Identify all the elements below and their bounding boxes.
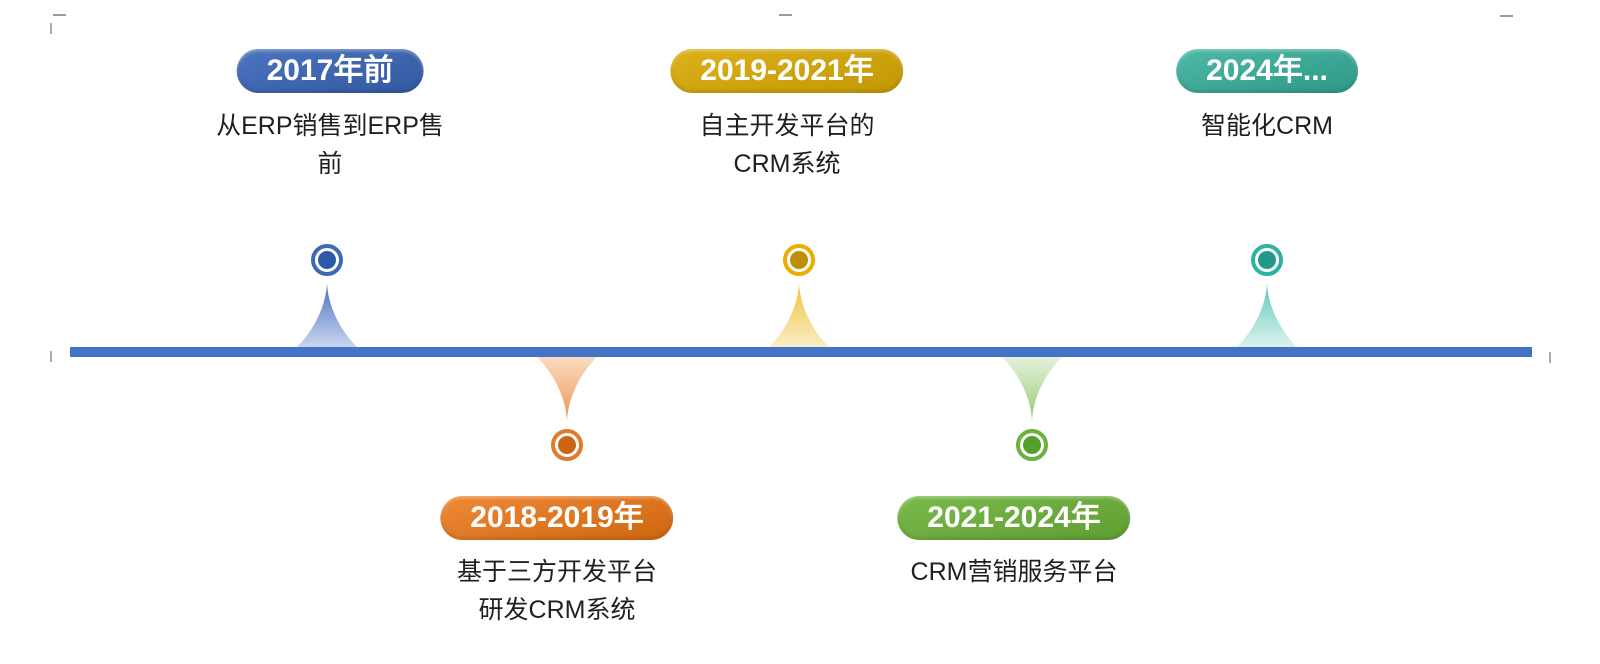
- milestone-description: 基于三方开发平台 研发CRM系统: [457, 553, 657, 629]
- period-badge: 2019-2021年: [670, 49, 904, 93]
- crop-mark: [779, 14, 792, 16]
- description-line: CRM系统: [733, 150, 841, 178]
- period-badge: 2024年...: [1176, 49, 1358, 93]
- period-badge: 2017年前: [236, 49, 424, 93]
- milestone-description: 自主开发平台的 CRM系统: [699, 107, 874, 183]
- period-badge: 2018-2019年: [440, 496, 674, 540]
- node-pointer-flare: [537, 357, 597, 421]
- node-center-dot: [790, 251, 808, 269]
- node-pointer-flare: [769, 283, 829, 347]
- timeline-node-icon: [1016, 429, 1048, 461]
- milestone-description: 智能化CRM: [1201, 107, 1333, 145]
- milestone-description: 从ERP销售到ERP售 前: [216, 107, 444, 183]
- description-line: 研发CRM系统: [478, 596, 636, 624]
- description-line: 自主开发平台的: [699, 112, 875, 140]
- node-pointer-flare: [1002, 357, 1062, 421]
- description-line: 智能化CRM: [1201, 112, 1333, 140]
- description-line: 基于三方开发平台: [456, 558, 658, 586]
- node-center-dot: [318, 251, 336, 269]
- node-pointer-flare: [1237, 283, 1297, 347]
- crop-mark: [53, 14, 66, 16]
- crop-mark: [50, 351, 52, 362]
- timeline-node-icon: [783, 244, 815, 276]
- timeline-node-icon: [1251, 244, 1283, 276]
- description-line: CRM营销服务平台: [910, 558, 1118, 586]
- milestone-description: CRM营销服务平台: [911, 553, 1118, 591]
- crop-mark: [1549, 352, 1551, 363]
- description-line: 从ERP销售到ERP售: [216, 112, 444, 140]
- timeline-node-icon: [311, 244, 343, 276]
- node-center-dot: [1258, 251, 1276, 269]
- crop-mark: [50, 23, 52, 34]
- description-line: 前: [317, 150, 343, 178]
- node-pointer-flare: [297, 283, 357, 347]
- period-badge: 2021-2024年: [897, 496, 1131, 540]
- crop-mark: [1500, 15, 1513, 17]
- timeline-bar: [70, 347, 1532, 357]
- node-center-dot: [558, 436, 576, 454]
- node-center-dot: [1023, 436, 1041, 454]
- timeline-node-icon: [551, 429, 583, 461]
